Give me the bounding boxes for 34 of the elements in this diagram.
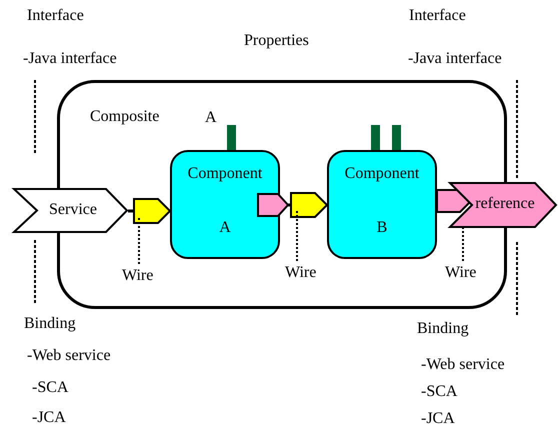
leader-line xyxy=(462,228,464,261)
leader-line xyxy=(296,210,298,261)
wire-label: Wire xyxy=(122,268,154,284)
annotation-text: -SCA xyxy=(32,380,68,396)
component-title: Component xyxy=(344,166,420,182)
wire-label: Wire xyxy=(445,265,476,281)
annotation-text: Binding xyxy=(24,316,76,332)
annotation-text: Binding xyxy=(417,321,469,337)
annotation-text: -JCA xyxy=(421,411,455,427)
component-box xyxy=(170,150,280,259)
annotation-text: Properties xyxy=(244,33,309,49)
annotation-text: Interface xyxy=(27,8,84,24)
annotation-text: Interface xyxy=(409,8,466,24)
composite-label: Composite xyxy=(90,109,160,125)
annotation-text: -Web service xyxy=(27,348,111,364)
leader-line xyxy=(138,216,140,264)
service-chevron xyxy=(13,188,128,233)
wire-connector xyxy=(257,192,328,218)
wire-connector xyxy=(436,189,472,213)
annotation-text: -Java interface xyxy=(408,51,502,67)
component-name: B xyxy=(376,220,388,236)
reference-chevron xyxy=(449,182,557,228)
component-name: A xyxy=(218,220,232,236)
annotation-text: -Web service xyxy=(421,357,505,373)
annotation-text: -SCA xyxy=(421,384,458,400)
component-title: Component xyxy=(186,166,264,182)
chevron-label: reference xyxy=(474,196,536,212)
wire-label: Wire xyxy=(285,265,316,281)
annotation-text: -JCA xyxy=(32,410,66,426)
component-box xyxy=(327,150,437,259)
annotation-text: A xyxy=(205,110,217,126)
annotation-text: -Java interface xyxy=(23,51,117,67)
wire-connector xyxy=(128,198,171,224)
chevron-label: Service xyxy=(48,202,98,218)
